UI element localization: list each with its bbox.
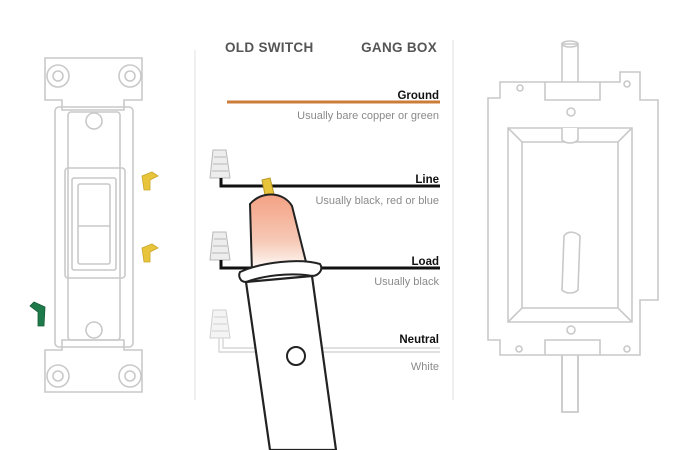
neutral-label: Neutral: [399, 334, 439, 346]
load-note: Usually black: [374, 276, 439, 288]
load-wire: [219, 260, 440, 270]
ground-terminal: [29, 301, 46, 327]
light-switch-icon: [44, 57, 143, 393]
voltage-tester-icon: [238, 177, 338, 450]
neutral-note: White: [411, 361, 439, 373]
line-wire: [219, 178, 440, 188]
header-old-switch: OLD SWITCH: [225, 40, 314, 55]
wire-nut-icon: [209, 149, 231, 179]
ground-note: Usually bare copper or green: [297, 110, 439, 122]
wire-nut-icon: [209, 309, 231, 339]
load-label: Load: [412, 256, 439, 268]
brass-terminal-line: [141, 171, 159, 191]
neutral-wire: [218, 338, 440, 353]
wire-nut-icon: [209, 231, 231, 261]
line-label: Line: [415, 174, 439, 186]
header-gang-box: GANG BOX: [361, 40, 437, 55]
gang-box-icon: [487, 40, 659, 413]
line-note: Usually black, red or blue: [315, 195, 439, 207]
brass-terminal-load: [141, 243, 159, 263]
ground-label: Ground: [397, 90, 439, 102]
